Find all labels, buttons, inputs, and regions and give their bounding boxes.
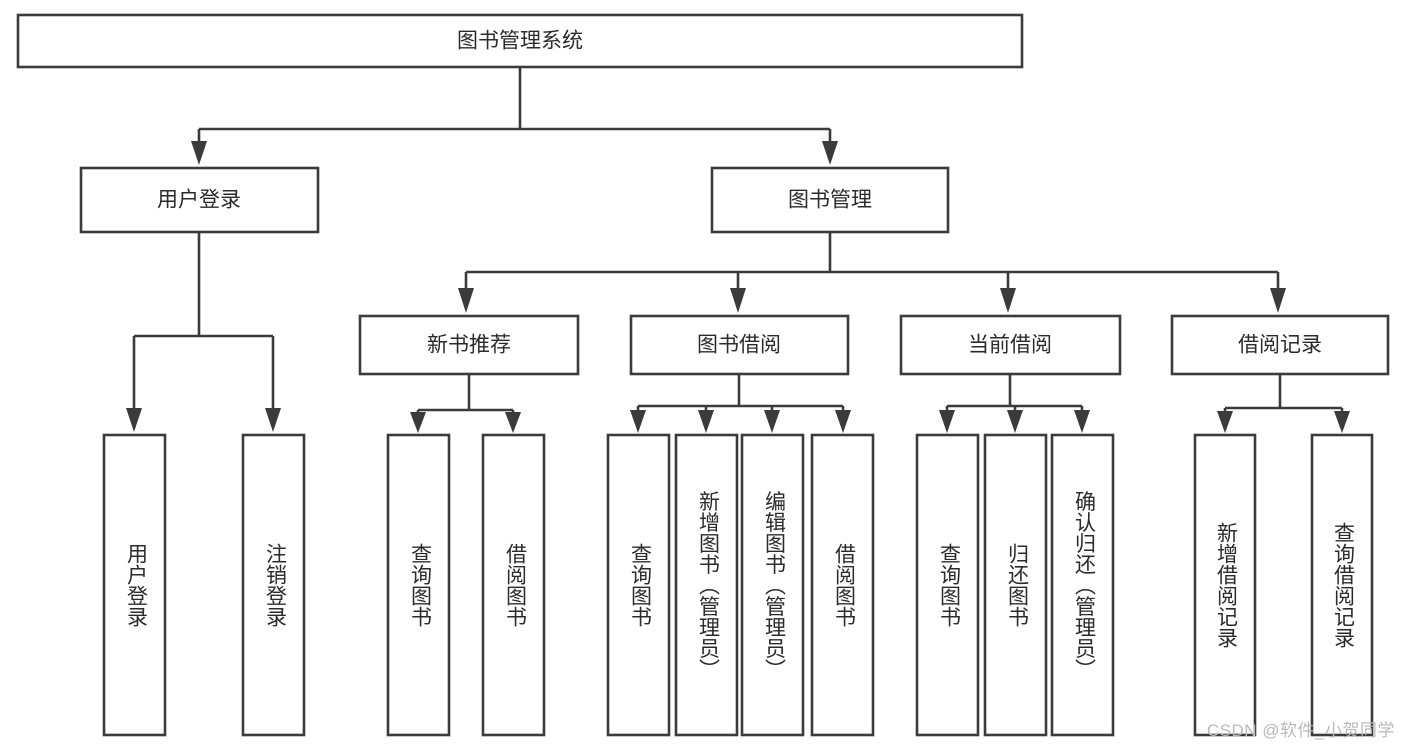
arrowhead-borrow-record (1270, 288, 1286, 313)
node-leaf-nb-borrow[interactable]: 借阅图书 (481, 433, 546, 737)
node-leaf-nb-query-box[interactable] (386, 433, 451, 737)
node-leaf-cb-confirm-label: 确认归还（管理员） (1072, 491, 1096, 680)
arrowhead-book-borrow (730, 288, 746, 313)
arrowhead-leaf-bb-edit (764, 410, 780, 433)
node-user-login[interactable]: 用户登录 (79, 166, 320, 234)
node-root-label: 图书管理系统 (457, 30, 583, 53)
node-leaf-user-login-label: 用户登录 (124, 543, 148, 627)
node-leaf-bb-query-box[interactable] (606, 433, 671, 737)
node-leaf-user-login[interactable]: 用户登录 (102, 433, 167, 737)
node-leaf-nb-query-label: 查询图书 (408, 543, 432, 627)
arrowhead-leaf-cb-confirm (1074, 410, 1090, 433)
node-leaf-cb-query-label: 查询图书 (937, 543, 961, 627)
node-leaf-cb-return-label: 归还图书 (1005, 543, 1029, 627)
node-leaf-cb-return[interactable]: 归还图书 (983, 433, 1048, 737)
node-root-box[interactable] (16, 13, 1024, 69)
arrowhead-leaf-user-login (126, 408, 142, 432)
node-new-book-box[interactable] (358, 314, 580, 376)
arrowhead-leaf-bb-borrow (835, 410, 851, 433)
arrowhead-leaf-br-add (1217, 411, 1233, 433)
node-leaf-bb-query-label: 查询图书 (628, 543, 652, 627)
node-user-login-box[interactable] (79, 166, 320, 234)
node-leaf-cb-confirm[interactable]: 确认归还（管理员） (1050, 433, 1115, 737)
node-leaf-bb-borrow-box[interactable] (810, 433, 875, 737)
node-book-manage-box[interactable] (710, 166, 950, 234)
node-leaf-user-logout-box[interactable] (241, 433, 306, 737)
node-leaf-br-add-label: 新增借阅记录 (1214, 522, 1238, 648)
arrowhead-leaf-nb-borrow (505, 412, 521, 433)
connector-group-user-login-children (126, 232, 281, 432)
node-new-book[interactable]: 新书推荐 (358, 314, 580, 376)
node-leaf-bb-query[interactable]: 查询图书 (606, 433, 671, 737)
connector-group-book-borrow-children (630, 374, 851, 433)
node-leaf-cb-query-box[interactable] (915, 433, 980, 737)
connector-group-borrow-record-children (1217, 374, 1350, 433)
node-leaf-br-query-box[interactable] (1310, 433, 1374, 737)
node-leaf-bb-add-label: 新增图书（管理员） (696, 491, 720, 680)
node-leaf-br-add[interactable]: 新增借阅记录 (1193, 433, 1257, 737)
arrowhead-current-borrow (1000, 288, 1016, 313)
node-leaf-br-query-label: 查询借阅记录 (1331, 522, 1355, 648)
node-borrow-record-label: 借阅记录 (1238, 334, 1322, 357)
connector-group-current-borrow-children (939, 374, 1090, 433)
arrowhead-leaf-nb-query (410, 412, 426, 433)
arrowhead-book-manage (822, 141, 838, 165)
node-current-borrow-label: 当前借阅 (968, 334, 1052, 357)
arrowhead-leaf-bb-query (630, 410, 646, 433)
arrowhead-leaf-user-logout (265, 408, 281, 432)
node-book-borrow-label: 图书借阅 (697, 334, 781, 357)
node-leaf-nb-borrow-box[interactable] (481, 433, 546, 737)
node-leaf-nb-borrow-label: 借阅图书 (503, 543, 527, 627)
arrowhead-leaf-cb-return (1007, 410, 1023, 433)
node-new-book-label: 新书推荐 (427, 334, 511, 357)
node-book-borrow-box[interactable] (629, 314, 850, 376)
node-leaf-bb-borrow[interactable]: 借阅图书 (810, 433, 875, 737)
node-leaf-cb-confirm-box[interactable] (1050, 433, 1115, 737)
node-leaf-bb-edit-box[interactable] (740, 433, 805, 737)
node-book-manage-label: 图书管理 (788, 189, 872, 212)
node-book-manage[interactable]: 图书管理 (710, 166, 950, 234)
node-borrow-record-box[interactable] (1170, 314, 1390, 376)
node-leaf-bb-edit-label: 编辑图书（管理员） (762, 491, 786, 680)
node-leaf-bb-borrow-label: 借阅图书 (832, 543, 856, 627)
node-leaf-bb-edit[interactable]: 编辑图书（管理员） (740, 433, 805, 737)
node-current-borrow[interactable]: 当前借阅 (899, 314, 1122, 376)
node-current-borrow-box[interactable] (899, 314, 1122, 376)
node-leaf-br-add-box[interactable] (1193, 433, 1257, 737)
node-leaf-user-login-box[interactable] (102, 433, 167, 737)
node-leaf-user-logout-label: 注销登录 (263, 543, 287, 627)
node-leaf-cb-query[interactable]: 查询图书 (915, 433, 980, 737)
arrowhead-new-book (458, 288, 474, 313)
arrowhead-leaf-cb-query (939, 410, 955, 433)
node-book-borrow[interactable]: 图书借阅 (629, 314, 850, 376)
node-leaf-cb-return-box[interactable] (983, 433, 1048, 737)
connector-group-new-book-children (410, 374, 521, 433)
node-root[interactable]: 图书管理系统 (16, 13, 1024, 69)
node-leaf-br-query[interactable]: 查询借阅记录 (1310, 433, 1374, 737)
node-borrow-record[interactable]: 借阅记录 (1170, 314, 1390, 376)
arrowhead-user-login (191, 141, 207, 165)
node-user-login-label: 用户登录 (157, 189, 241, 212)
node-leaf-bb-add-box[interactable] (674, 433, 739, 737)
node-leaf-user-logout[interactable]: 注销登录 (241, 433, 306, 737)
node-leaf-bb-add[interactable]: 新增图书（管理员） (674, 433, 739, 737)
arrowhead-leaf-bb-add (698, 410, 714, 433)
arrowhead-leaf-br-query (1334, 411, 1350, 433)
node-leaf-nb-query[interactable]: 查询图书 (386, 433, 451, 737)
connector-group-book-manage-children (458, 232, 1286, 313)
connector-group-root-to-level2 (191, 67, 838, 165)
